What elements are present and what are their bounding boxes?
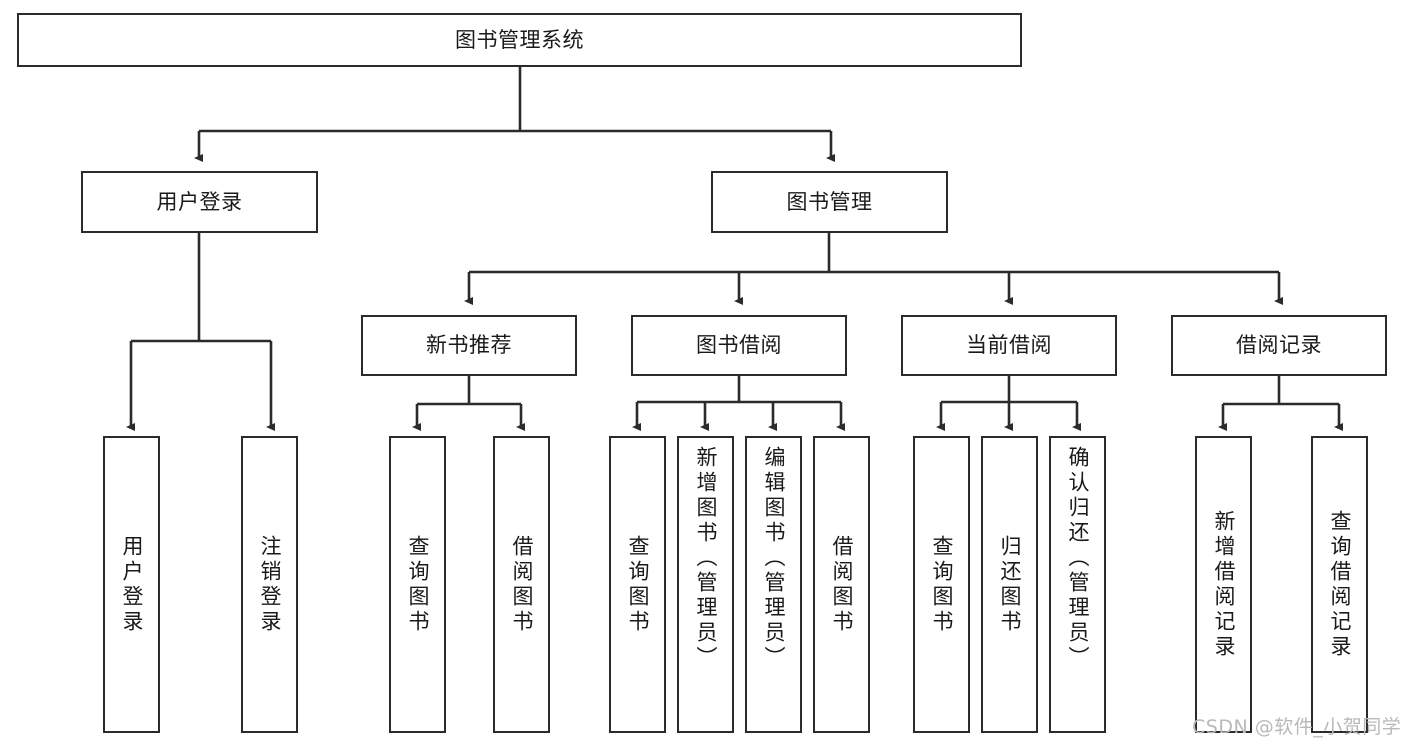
node-label: 用户登录 (120, 534, 144, 635)
node-book-borrow[interactable]: 图书借阅 (631, 315, 847, 376)
node-label: 新增借阅记录 (1212, 509, 1236, 660)
node-leaf-return-book[interactable]: 归还图书 (981, 436, 1038, 733)
node-root-book-management-system[interactable]: 图书管理系统 (17, 13, 1022, 67)
node-label: 图书管理系统 (455, 27, 584, 52)
node-new-book-recommend[interactable]: 新书推荐 (361, 315, 577, 376)
node-leaf-query-book-current[interactable]: 查询图书 (913, 436, 970, 733)
node-leaf-confirm-return-admin[interactable]: 确认归还（管理员） (1049, 436, 1106, 733)
node-leaf-query-book-recommend[interactable]: 查询图书 (389, 436, 446, 733)
node-label: 注销登录 (258, 534, 282, 635)
node-label: 编辑图书（管理员） (762, 446, 786, 671)
node-label: 新增图书（管理员） (694, 446, 718, 671)
node-label: 归还图书 (998, 534, 1022, 635)
node-label: 查询借阅记录 (1328, 509, 1352, 660)
node-book-management[interactable]: 图书管理 (711, 171, 948, 233)
node-label: 借阅图书 (510, 534, 534, 635)
node-label: 查询图书 (406, 534, 430, 635)
node-label: 图书借阅 (696, 333, 782, 358)
node-label: 查询图书 (930, 534, 954, 635)
node-leaf-add-book-admin[interactable]: 新增图书（管理员） (677, 436, 734, 733)
node-label: 图书管理 (786, 189, 873, 214)
node-label: 借阅图书 (830, 534, 854, 635)
node-leaf-borrow-book[interactable]: 借阅图书 (813, 436, 870, 733)
node-label: 确认归还（管理员） (1066, 446, 1090, 671)
node-label: 用户登录 (156, 189, 243, 214)
node-label: 当前借阅 (966, 333, 1052, 358)
node-leaf-logout[interactable]: 注销登录 (241, 436, 298, 733)
node-label: 查询图书 (626, 534, 650, 635)
node-leaf-query-book-borrow[interactable]: 查询图书 (609, 436, 666, 733)
node-current-borrow[interactable]: 当前借阅 (901, 315, 1117, 376)
node-borrow-record[interactable]: 借阅记录 (1171, 315, 1387, 376)
node-leaf-borrow-book-recommend[interactable]: 借阅图书 (493, 436, 550, 733)
node-user-login[interactable]: 用户登录 (81, 171, 318, 233)
node-label: 新书推荐 (426, 333, 512, 358)
node-label: 借阅记录 (1236, 333, 1322, 358)
node-leaf-user-login[interactable]: 用户登录 (103, 436, 160, 733)
node-leaf-edit-book-admin[interactable]: 编辑图书（管理员） (745, 436, 802, 733)
node-leaf-query-borrow-record[interactable]: 查询借阅记录 (1311, 436, 1368, 733)
node-leaf-add-borrow-record[interactable]: 新增借阅记录 (1195, 436, 1252, 733)
csdn-watermark: CSDN @软件_小贺同学 (1192, 716, 1402, 738)
